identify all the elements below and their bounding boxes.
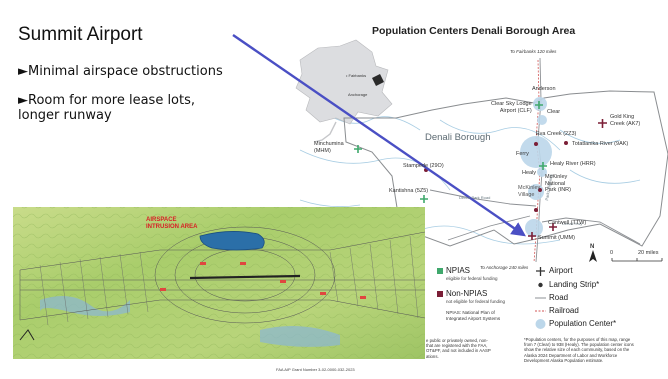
intrusion-area (199, 231, 265, 251)
to-anchorage: To Anchorage 240 miles (480, 265, 529, 270)
place-eva-creek: Eva Creek (2Z3) (536, 131, 577, 137)
place-healy: Healy (522, 170, 537, 176)
inset-anchorage: Anchorage (348, 92, 368, 97)
inset-fairbanks: • Fairbanks (346, 73, 367, 78)
place-healy-river: Healy River (HRR) (550, 161, 596, 167)
bullet-lease-lots: ►Room for more lease lots, longer runway (18, 93, 195, 123)
legend-population-center: Population Center* (549, 319, 617, 328)
bullet-marker: ► (18, 93, 28, 108)
legend-landing-strip: Landing Strip* (549, 280, 600, 289)
airspace-intrusion-label: AIRSPACE INTRUSION AREA (146, 217, 198, 230)
place-stampede: Stampede (29O) (403, 163, 444, 169)
footer-grant-number: FAA AIP Grant Number 3-02-0000-032-2023 (276, 367, 355, 372)
place-gold-king: Gold King Creek (AK7) (610, 114, 641, 127)
map-title: Population Centers Denali Borough Area (372, 25, 576, 37)
runway-hatching (39, 235, 419, 326)
population-centers (520, 97, 552, 237)
place-clear-sky-lodge: Clear Sky Lodge Airport (CLF) (491, 101, 532, 114)
legend-non-npias: Non-NPIAS (446, 289, 488, 298)
legend-npias: NPIAS (446, 266, 471, 275)
legend-npias-definition: NPIAS: National Plan of Integrated Airpo… (446, 310, 501, 321)
legend-airport: Airport (549, 266, 573, 275)
scale-bar (611, 258, 663, 262)
place-cantwell: Cantwell (TTW) (548, 220, 587, 226)
place-totatlanika: Totatlanika River (9AK) (572, 141, 629, 147)
bullet-text: Minimal airspace obstructions (28, 64, 223, 79)
legend-swatches (437, 267, 546, 329)
legend-railroad: Railroad (549, 306, 579, 315)
bullet-text-cont: longer runway (18, 108, 112, 123)
population-note: *Population centers, for the purposes of… (524, 337, 634, 363)
to-fairbanks: To Fairbanks 120 miles (510, 49, 557, 54)
place-kantishna: Kantishna (5Z5) (389, 188, 429, 194)
airspace-inset (13, 207, 426, 359)
legend-non-npias-sub: not eligible for federal funding (446, 299, 506, 304)
airports (354, 101, 607, 240)
place-mckinley-park: McKinley National Park (INR) (545, 174, 571, 193)
scale-zero: 0 (610, 250, 614, 256)
slide-title: Summit Airport (18, 24, 143, 45)
place-mckinley-village: McKinley Village (518, 185, 541, 198)
bullet-marker: ► (18, 64, 28, 79)
legend-partial-note: e public or privately owned, non- that a… (426, 338, 491, 359)
scale-label: 20 miles (638, 250, 659, 256)
north-arrow (589, 250, 597, 262)
legend-npias-sub: eligible for federal funding (446, 276, 498, 281)
north-label: N (590, 244, 595, 250)
region-label: Denali Borough (425, 132, 491, 143)
place-summit: Summit (UMM) (538, 235, 575, 241)
runway (189, 274, 301, 280)
place-anderson: Anderson (532, 86, 556, 92)
place-ferry: Ferry (516, 151, 529, 157)
place-minchumina: Minchumina (MHM) (314, 141, 344, 154)
obstruction-markers (160, 262, 366, 299)
bullet-airspace: ►Minimal airspace obstructions (18, 64, 223, 79)
road-denali-park: Denali Park Road (459, 195, 491, 200)
alaska-inset (295, 39, 393, 143)
pointer-arrow (232, 34, 526, 237)
road-denali-hwy: Denali Hwy (562, 221, 583, 226)
place-clear: Clear (547, 109, 561, 115)
legend-road: Road (549, 293, 569, 302)
bullet-text: Room for more lease lots, (28, 93, 196, 108)
